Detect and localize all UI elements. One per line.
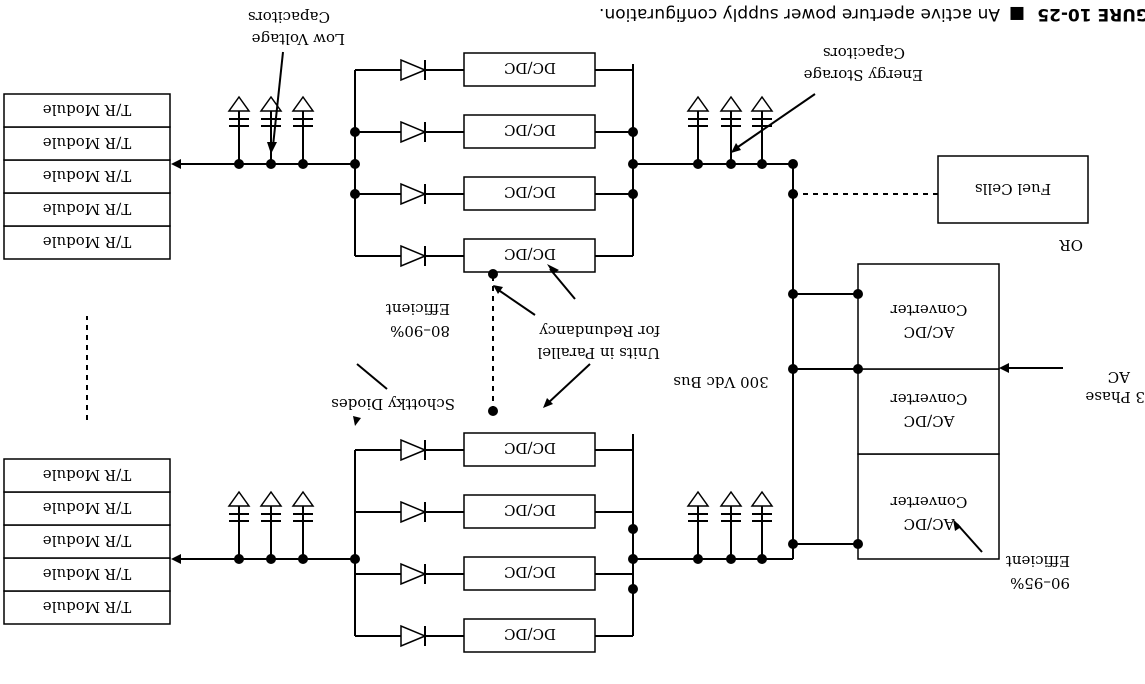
svg-text:AC/DC: AC/DC [904,412,956,430]
acdc-converters: AC/DC Converter AC/DC Converter AC/DC Co… [857,263,1000,560]
low-voltage-line1: Low Voltage [252,30,345,48]
tr-module-stack: T/R Module T/R Module T/R Module T/R Mod… [3,458,171,625]
svg-text:T/R Module: T/R Module [43,565,132,583]
svg-text:DC/DC: DC/DC [504,183,556,201]
string-a: DC/DC DC/DC DC/DC [3,432,774,653]
parallel-label-line2: for Redundancy [539,322,660,340]
ac-input-arrow [999,363,1063,373]
energy-storage-line2: Capacitors [823,44,905,62]
fuel-cells-box: Fuel Cells [937,155,1089,224]
dcdc-row: DC/DC [355,494,633,529]
svg-text:T/R Module: T/R Module [43,167,132,185]
svg-text:DC/DC: DC/DC [504,501,556,519]
svg-text:AC/DC: AC/DC [904,323,956,341]
vdc-bus: 300 Vdc Bus [633,159,938,560]
svg-text:T/R Module: T/R Module [43,532,132,550]
low-voltage-line2: Capacitors [248,8,330,26]
tr-module-stack: T/R Module T/R Module T/R Module T/R Mod… [3,93,171,260]
low-voltage-capacitors [227,490,315,564]
svg-text:T/R Module: T/R Module [43,134,132,152]
svg-text:DC/DC: DC/DC [504,121,556,139]
rotated-figure: GURE 10-25 ■ An active aperture power su… [3,4,1145,653]
phase-label-line2: AC [1108,368,1131,386]
acdc-converter: AC/DC Converter [857,263,1000,370]
caption-text: An active aperture power supply configur… [599,4,1000,24]
svg-text:DC/DC: DC/DC [504,625,556,643]
phase-label-line1: 3 Phase [1085,388,1145,406]
schottky-label: Schottky Diodes [331,395,455,413]
dcdc-row: DC/DC [355,432,633,467]
svg-text:T/R Module: T/R Module [43,101,132,119]
svg-text:Converter: Converter [890,390,968,408]
svg-text:DC/DC: DC/DC [504,563,556,581]
energy-storage-capacitors [686,95,774,169]
svg-text:AC/DC: AC/DC [904,515,956,533]
dcdc-row: DC/DC [355,52,633,87]
svg-text:T/R Module: T/R Module [43,233,132,251]
dcdc-row: DC/DC [355,176,633,211]
svg-text:DC/DC: DC/DC [504,245,556,263]
acdc-converter: AC/DC Converter [857,368,1000,455]
svg-text:Converter: Converter [890,493,968,511]
dcdc-row: DC/DC [355,238,633,273]
svg-text:T/R Module: T/R Module [43,598,132,616]
figure-number: GURE 10-25 [1037,4,1145,24]
acdc-efficiency-line1: 90–95% [1010,574,1070,592]
bus-label: 300 Vdc Bus [673,373,768,391]
energy-storage-capacitors [686,490,774,564]
acdc-efficiency-arrow [953,519,983,553]
string-b: DC/DC DC/DC DC/DC [3,52,774,273]
energy-storage-line1: Energy Storage [803,66,923,84]
or-label: OR [1059,236,1083,254]
svg-text:DC/DC: DC/DC [504,439,556,457]
svg-text:Converter: Converter [890,301,968,319]
dcdc-efficiency-line1: 80–90% [390,322,450,340]
svg-text:DC/DC: DC/DC [504,59,556,77]
dcdc-row: DC/DC [355,618,633,653]
low-voltage-capacitors [227,95,315,169]
fuel-cells-label: Fuel Cells [975,180,1051,198]
caption-separator: ■ [1009,4,1025,24]
acdc-converter: AC/DC Converter [857,453,1000,560]
figure-caption: GURE 10-25 ■ An active aperture power su… [599,4,1145,24]
svg-text:T/R Module: T/R Module [43,200,132,218]
dcdc-efficiency-line2: Efficient [386,300,450,318]
svg-text:T/R Module: T/R Module [43,499,132,517]
dcdc-row: DC/DC [355,114,633,149]
acdc-efficiency-line2: Efficient [1006,552,1070,570]
svg-text:T/R Module: T/R Module [43,466,132,484]
parallel-label-line1: Units in Parallel [537,344,660,362]
dcdc-row: DC/DC [355,556,633,591]
